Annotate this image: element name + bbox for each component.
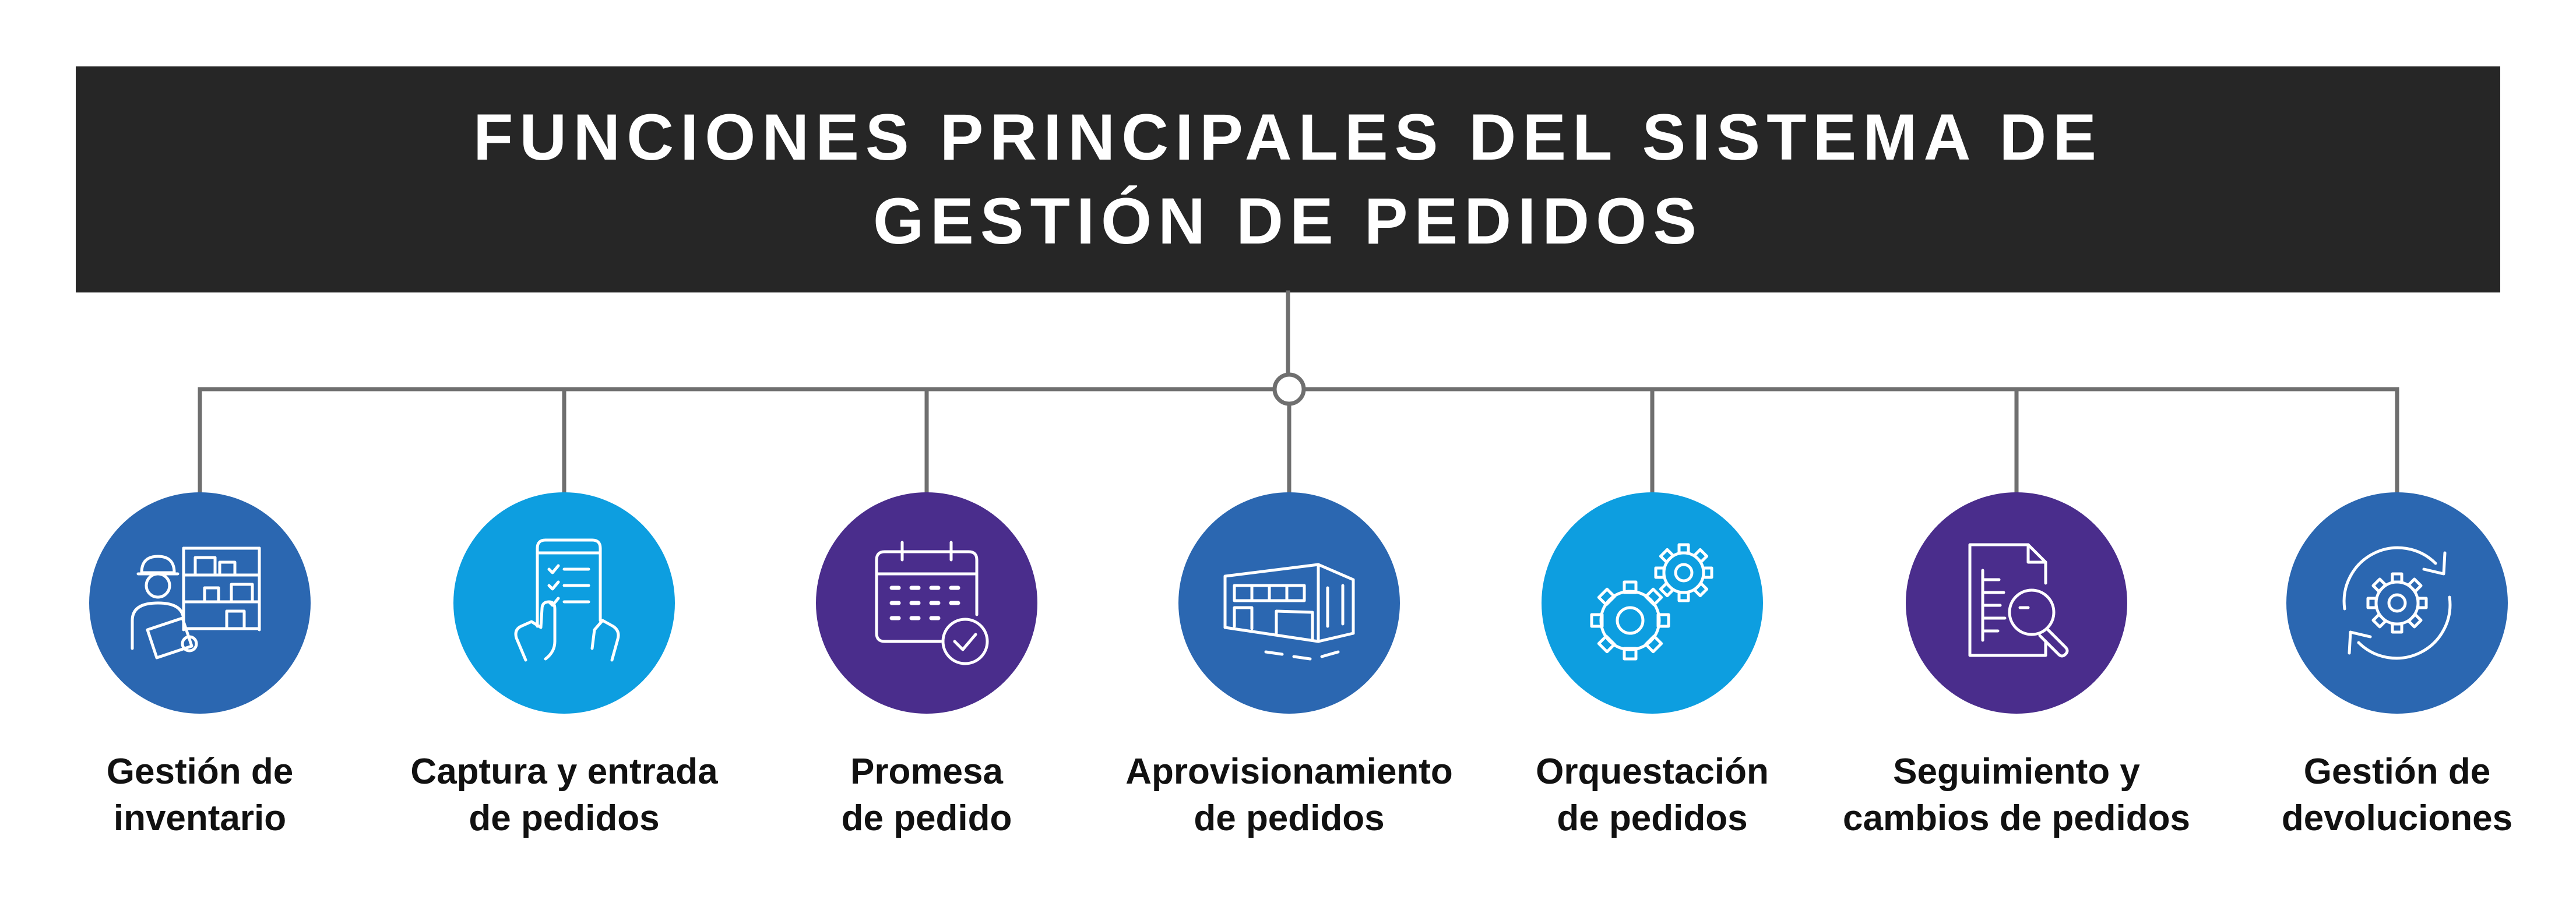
function-node-returns xyxy=(2286,492,2508,714)
label-line-2: devoluciones xyxy=(2281,798,2513,838)
diagram-title: FUNCIONES PRINCIPALES DEL SISTEMA DE GES… xyxy=(473,96,2103,263)
function-node-inventory xyxy=(89,492,311,714)
label-line-1: Aprovisionamiento xyxy=(1125,752,1453,792)
function-node-order-promise xyxy=(816,492,1037,714)
function-node-tracking xyxy=(1906,492,2127,714)
function-node-fulfillment xyxy=(1178,492,1400,714)
label-line-1: Orquestación xyxy=(1536,752,1769,792)
label-line-1: Gestión de xyxy=(106,752,294,792)
label-line-1: Promesa xyxy=(850,752,1003,792)
document-search-icon xyxy=(1968,543,2069,658)
function-label-order-capture: Captura y entrada de pedidos xyxy=(378,749,751,842)
label-line-2: inventario xyxy=(113,798,287,838)
function-label-inventory: Gestión de inventario xyxy=(13,749,386,842)
gears-icon xyxy=(1590,543,1713,661)
tablet-checklist-icon xyxy=(514,538,620,662)
label-line-2: de pedidos xyxy=(1194,798,1385,838)
function-node-orchestration xyxy=(1542,492,1763,714)
gear-cycle-icon xyxy=(2342,546,2452,660)
label-line-1: Seguimiento y xyxy=(1893,752,2140,792)
label-line-2: de pedido xyxy=(841,798,1012,838)
title-line-2: GESTIÓN DE PEDIDOS xyxy=(873,185,1703,258)
function-node-order-capture xyxy=(453,492,675,714)
junction-node xyxy=(1272,372,1306,406)
warehouse-worker-icon xyxy=(131,546,261,659)
warehouse-building-icon xyxy=(1223,563,1355,661)
title-line-1: FUNCIONES PRINCIPALES DEL SISTEMA DE xyxy=(473,101,2103,174)
function-label-fulfillment: Aprovisionamiento de pedidos xyxy=(1103,749,1476,842)
label-line-2: de pedidos xyxy=(469,798,660,838)
function-label-tracking: Seguimiento y cambios de pedidos xyxy=(1830,749,2203,842)
function-label-returns: Gestión de devoluciones xyxy=(2211,749,2576,842)
calendar-check-icon xyxy=(875,541,989,665)
function-label-orchestration: Orquestación de pedidos xyxy=(1466,749,1839,842)
label-line-2: de pedidos xyxy=(1557,798,1748,838)
label-line-1: Gestión de xyxy=(2303,752,2491,792)
label-line-1: Captura y entrada xyxy=(410,752,718,792)
function-label-order-promise: Promesa de pedido xyxy=(740,749,1113,842)
label-line-2: cambios de pedidos xyxy=(1842,798,2191,838)
title-banner: FUNCIONES PRINCIPALES DEL SISTEMA DE GES… xyxy=(76,66,2500,292)
